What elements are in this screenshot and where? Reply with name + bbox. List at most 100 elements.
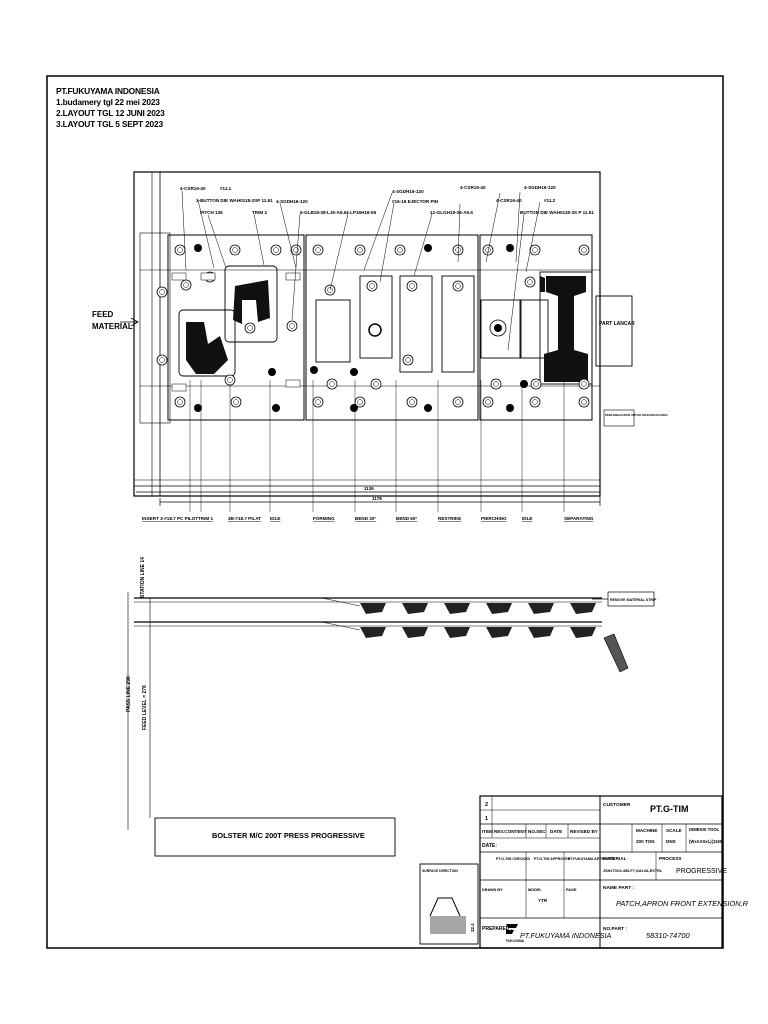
bolt-hole: [286, 320, 298, 332]
die-block-1: [167, 234, 305, 421]
rev-row: 2: [485, 802, 488, 808]
callout-leader: [457, 203, 461, 263]
bolt-hole: [406, 396, 418, 408]
punch-lower: [444, 627, 470, 638]
bolster-label: BOLSTER M/C 200T PRESS PROGRESSIVE: [212, 831, 365, 840]
callout-leader: [329, 213, 349, 291]
process-label: PROCESS: [659, 856, 681, 861]
no-part-value: 58310-74700: [646, 931, 690, 940]
bolt-hole: [370, 378, 382, 390]
callout-text: 4-SGDH16-120: [392, 189, 424, 194]
bolt-hole: [524, 276, 536, 288]
callout-leader: [413, 213, 433, 277]
dowel-pin: [424, 404, 432, 412]
callout-text: 4-CSR16-40: [496, 198, 522, 203]
bolt-hole: [244, 322, 256, 334]
callout-leader: [279, 202, 297, 269]
punch-upper: [486, 603, 512, 614]
part-lancar-label: PART LANCAR: [599, 321, 635, 327]
die-set-outline: [133, 171, 601, 497]
callout-leader: [379, 202, 395, 283]
bolt-hole: [229, 244, 241, 256]
company-name: PT.FUKUYAMA INDONESIA: [56, 86, 160, 96]
model-label: MODEL: [528, 888, 542, 892]
bolster-box: [154, 817, 396, 857]
punch-upper: [528, 603, 554, 614]
part-name-value: PATCH,APRON FRONT EXTENSION,R: [616, 899, 749, 908]
callout-text: 4-CSR16-40: [460, 185, 486, 190]
callout-leader: [291, 213, 301, 321]
size-label: 32.4: [470, 923, 475, 932]
rev-header: REV.CONTENT: [494, 829, 527, 834]
callout-text: 6-GLB18-38-LJ5-A5.6: [300, 210, 347, 215]
bolt-hole: [402, 354, 414, 366]
bolt-hole: [354, 244, 366, 256]
station-label: 3B-#18.7 PILAT: [228, 516, 261, 521]
approved-label: PT.G-TIM APPROVED: [534, 857, 571, 861]
punch-lower: [402, 627, 428, 638]
callout-text: TRIM 2: [252, 210, 268, 215]
dowel-pin: [506, 244, 514, 252]
dimension-1178: 1178: [372, 496, 382, 501]
date-label: DATE:: [482, 843, 497, 849]
callout-leader: [253, 213, 265, 266]
revision-line-3: 3.LAYOUT TGL 5 SEPT 2023: [56, 119, 163, 129]
dowel-pin: [268, 368, 276, 376]
station-label: FORMING: [313, 516, 335, 521]
machine-label: MACHINE: [636, 828, 657, 833]
material-label: MATERIAL: [603, 856, 627, 861]
bolt-hole: [529, 244, 541, 256]
pass-line-label: PASS LINE 298: [126, 676, 132, 712]
ejector-ring: [368, 323, 382, 337]
punch-upper: [402, 603, 428, 614]
bolt-hole: [529, 396, 541, 408]
prepared-label: PREPARED :: [482, 926, 513, 932]
station-label: PIERCHING: [481, 516, 507, 521]
part-form-2: [186, 322, 228, 374]
station-label: SEPARATING: [564, 516, 594, 521]
bolt-hole: [490, 378, 502, 390]
bolt-hole: [230, 396, 242, 408]
bolt-hole: [578, 378, 590, 390]
dowel-pin: [424, 244, 432, 252]
scale-value: DNS: [666, 839, 676, 844]
dimension-1136: 1136: [364, 486, 374, 491]
customer-label: CUSTOMER: [603, 802, 631, 808]
bolt-hole: [530, 378, 542, 390]
logo-text: FUKUYAMA: [506, 939, 525, 943]
bolt-hole: [174, 244, 186, 256]
bolt-hole: [482, 396, 494, 408]
surface-box: [419, 863, 479, 945]
punch-upper: [360, 603, 386, 614]
surface-label: SURFACE DIRECTION: [422, 869, 458, 873]
dimensi-value: (WxAXSxL)(1190): [689, 839, 724, 844]
part-form-3: [544, 276, 588, 382]
callout-leader: [363, 192, 393, 271]
feed-arrow: [120, 317, 139, 327]
scale-label: SCALE: [666, 828, 682, 833]
customer-value: PT.G-TIM: [650, 804, 689, 814]
model-value: YTR: [538, 898, 548, 903]
machine-value: 200 TON: [636, 839, 655, 844]
feed-label: FEED: [92, 310, 114, 319]
revision-line-2: 2.LAYOUT TGL 12 JUNI 2023: [56, 108, 165, 118]
callout-leader: [485, 192, 501, 263]
bolt-hole: [174, 396, 186, 408]
callout-leader: [207, 214, 227, 269]
callout-text: 4-LP16H16-55: [346, 210, 377, 215]
station-label: IDLE: [522, 516, 532, 521]
callout-text: 4-CSR16-40: [180, 186, 206, 191]
bolt-hole: [394, 244, 406, 256]
dowel-pin: [494, 324, 502, 332]
formed-parts: [186, 276, 588, 382]
bolt-hole: [406, 280, 418, 292]
fuk-approved-label: PT.FUKUYAMA APPROVED: [568, 857, 615, 861]
dowel-pin: [272, 404, 280, 412]
callout-leader: [181, 190, 187, 271]
callout-leader: [525, 201, 541, 273]
punch-lower: [486, 627, 512, 638]
punch-lower: [360, 627, 386, 638]
checked-label: PT.G-TIM CHECKED: [496, 857, 531, 861]
bolt-hole: [578, 396, 590, 408]
elevation-view: [127, 591, 655, 857]
